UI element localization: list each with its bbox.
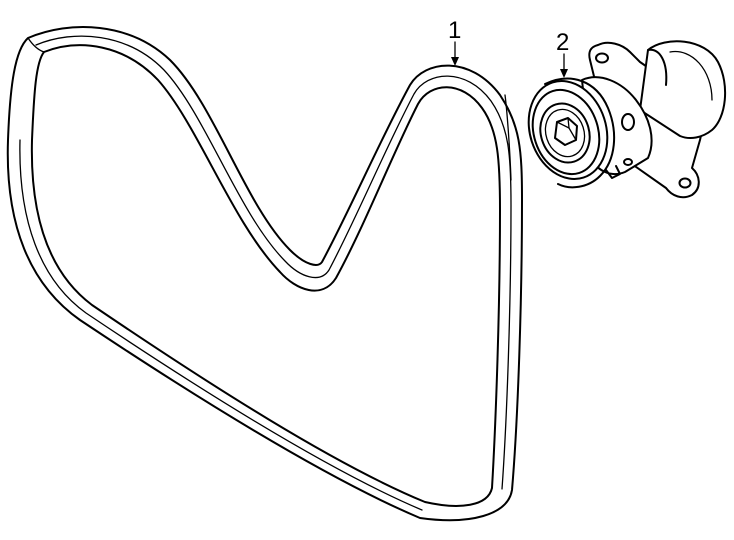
serpentine-belt-icon[interactable] bbox=[6, 26, 523, 522]
callout-arrowhead bbox=[560, 69, 568, 78]
callout-arrowhead bbox=[451, 57, 459, 66]
callout-number: 1 bbox=[448, 17, 461, 44]
callout-2: 2 bbox=[556, 29, 569, 78]
callout-number: 2 bbox=[556, 29, 569, 56]
belt-tensioner-icon[interactable] bbox=[516, 40, 727, 199]
callout-1: 1 bbox=[448, 17, 461, 66]
